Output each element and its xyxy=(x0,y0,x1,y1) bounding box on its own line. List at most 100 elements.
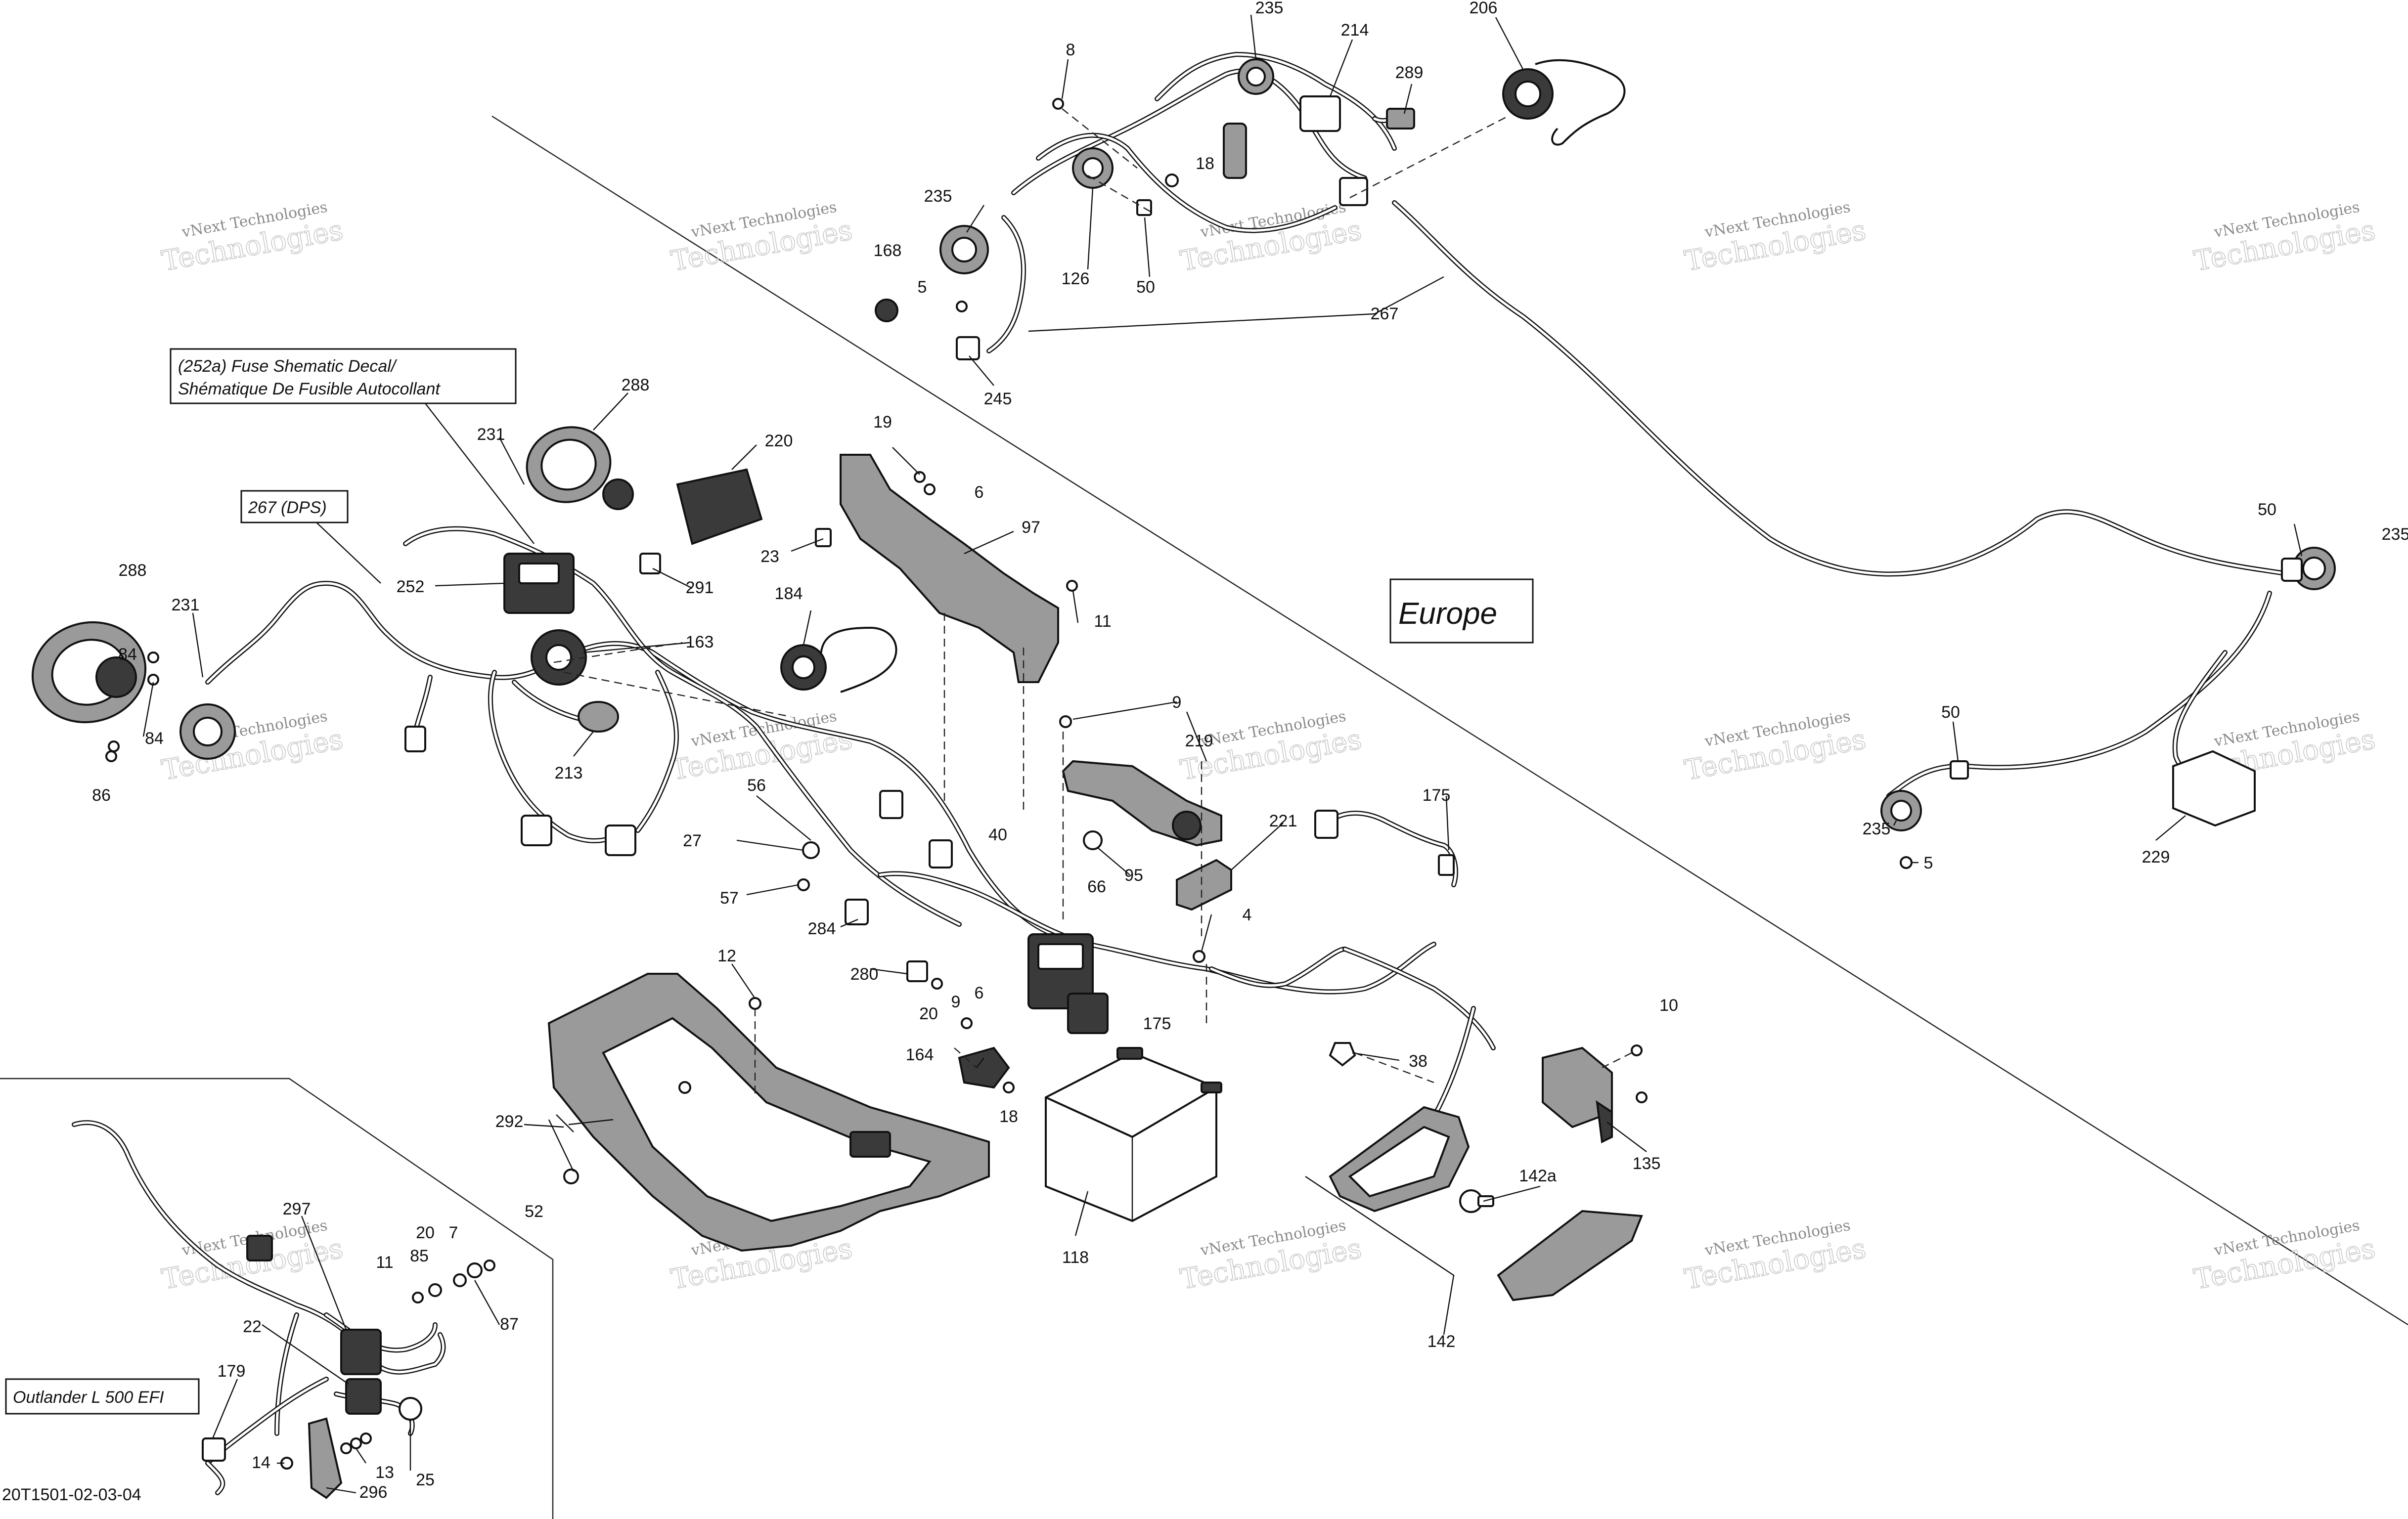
callout-175: 175 xyxy=(1143,1014,1171,1033)
callout-118: 118 xyxy=(1062,1248,1089,1267)
note-fuse-decal-line2: Shématique De Fusible Autocollant xyxy=(178,380,441,398)
screw-20 xyxy=(931,978,943,990)
connector-291 xyxy=(639,553,661,574)
callout-97: 97 xyxy=(1022,518,1040,537)
callout-288: 288 xyxy=(119,561,147,580)
connector-175 xyxy=(1314,810,1338,839)
bracket-221 xyxy=(1176,859,1232,911)
top-harness xyxy=(875,52,2336,869)
connector-280 xyxy=(906,960,928,982)
screw-18 xyxy=(1003,1082,1015,1093)
connector-top-right xyxy=(1339,177,1368,206)
callout-245: 245 xyxy=(984,390,1012,408)
clip-50-right xyxy=(2281,558,2303,582)
callout-175: 175 xyxy=(1423,786,1451,805)
connector-245 xyxy=(956,336,980,360)
grommet-25 xyxy=(399,1397,422,1421)
headlight-288-upper xyxy=(526,426,634,510)
screw-18-top xyxy=(1165,174,1179,187)
screw-8 xyxy=(1052,98,1064,110)
leader-lines xyxy=(142,14,2303,1494)
callout-10: 10 xyxy=(1659,996,1678,1015)
callout-52: 52 xyxy=(525,1202,543,1221)
connector-block-40-inner xyxy=(1037,943,1084,970)
connector-left-c xyxy=(404,726,426,752)
screw-19 xyxy=(914,471,926,483)
callout-50: 50 xyxy=(2258,500,2276,519)
leader-dps xyxy=(316,522,381,584)
relay-220 xyxy=(676,468,763,545)
callout-292: 292 xyxy=(495,1112,524,1131)
callout-267: 267 xyxy=(1371,304,1399,323)
bushing-85 xyxy=(428,1283,442,1297)
callout-231: 231 xyxy=(172,596,200,614)
switch-206-bracket xyxy=(1535,59,1626,146)
callout-50: 50 xyxy=(1941,703,1960,722)
note-model: Outlander L 500 EFI xyxy=(5,1378,200,1415)
screw-6-top xyxy=(924,483,936,495)
light-socket-235-lower-inner xyxy=(1890,800,1912,822)
callout-220: 220 xyxy=(765,432,793,450)
taillight-lens xyxy=(1497,1210,1643,1302)
callout-86: 86 xyxy=(92,786,111,805)
callout-18: 18 xyxy=(1196,154,1214,173)
callout-13: 13 xyxy=(375,1463,394,1482)
screw-52 xyxy=(563,1169,579,1184)
screw-9b xyxy=(961,1017,973,1029)
connector-block-66 xyxy=(1067,993,1109,1034)
screw-4 xyxy=(1193,950,1205,963)
screw-84-a xyxy=(147,651,159,663)
model-label: Outlander L 500 EFI xyxy=(13,1388,164,1407)
callout-291: 291 xyxy=(686,578,714,597)
callout-9: 9 xyxy=(1172,693,1182,712)
note-dps: 267 (DPS) xyxy=(240,490,349,523)
note-dps-text: 267 (DPS) xyxy=(248,498,327,517)
callout-7: 7 xyxy=(449,1223,458,1242)
washer-57 xyxy=(797,878,810,891)
screw-11 xyxy=(1066,580,1078,592)
screw-9 xyxy=(1059,715,1072,728)
screw-84-c xyxy=(105,750,117,762)
washer-20 xyxy=(453,1273,467,1287)
callout-5: 5 xyxy=(918,278,927,297)
screw-5-top xyxy=(956,301,968,312)
fuse-box-252-cover xyxy=(518,563,560,584)
socket-126-inner xyxy=(1082,157,1104,179)
connector-289 xyxy=(1386,108,1415,130)
connector-175-b xyxy=(1438,854,1455,876)
callout-284: 284 xyxy=(808,919,836,938)
callout-14: 14 xyxy=(252,1453,270,1472)
leader-fuse-decal xyxy=(425,403,535,544)
screw-86 xyxy=(108,740,120,752)
watermark: vNext Technologies Technologies xyxy=(1682,1217,1869,1297)
relay-164 xyxy=(958,1046,1010,1089)
battery-118 xyxy=(1045,1047,1222,1222)
callout-221: 221 xyxy=(1269,812,1297,830)
connector-22 xyxy=(345,1378,382,1415)
callout-8: 8 xyxy=(1066,41,1075,59)
bushing-13-b xyxy=(360,1432,372,1444)
headlight-288-left xyxy=(31,621,147,724)
light-socket-235-left-inner xyxy=(951,237,977,262)
plug-168 xyxy=(875,299,898,322)
callout-135: 135 xyxy=(1633,1154,1661,1173)
callout-297: 297 xyxy=(283,1200,311,1218)
drawing-code: 20T1501-02-03-04 xyxy=(2,1485,141,1504)
callout-40: 40 xyxy=(988,825,1007,844)
callout-235: 235 xyxy=(1255,0,1284,17)
watermark: vNext Technologies Technologies xyxy=(1178,1217,1365,1297)
inset-parts xyxy=(72,1120,495,1499)
connector-284 xyxy=(845,899,869,925)
switch-184-inner xyxy=(792,655,815,679)
spark-plug-cap xyxy=(1223,123,1247,179)
callout-9: 9 xyxy=(951,993,961,1011)
callout-22: 22 xyxy=(243,1317,262,1336)
callout-19: 19 xyxy=(873,413,892,432)
left-harness xyxy=(31,426,1496,1134)
bulb-142a xyxy=(1459,1189,1494,1213)
callout-11: 11 xyxy=(1094,612,1111,631)
connector-inset-top xyxy=(246,1235,273,1261)
screw-11-inset xyxy=(412,1292,424,1303)
callout-95: 95 xyxy=(1124,866,1143,885)
